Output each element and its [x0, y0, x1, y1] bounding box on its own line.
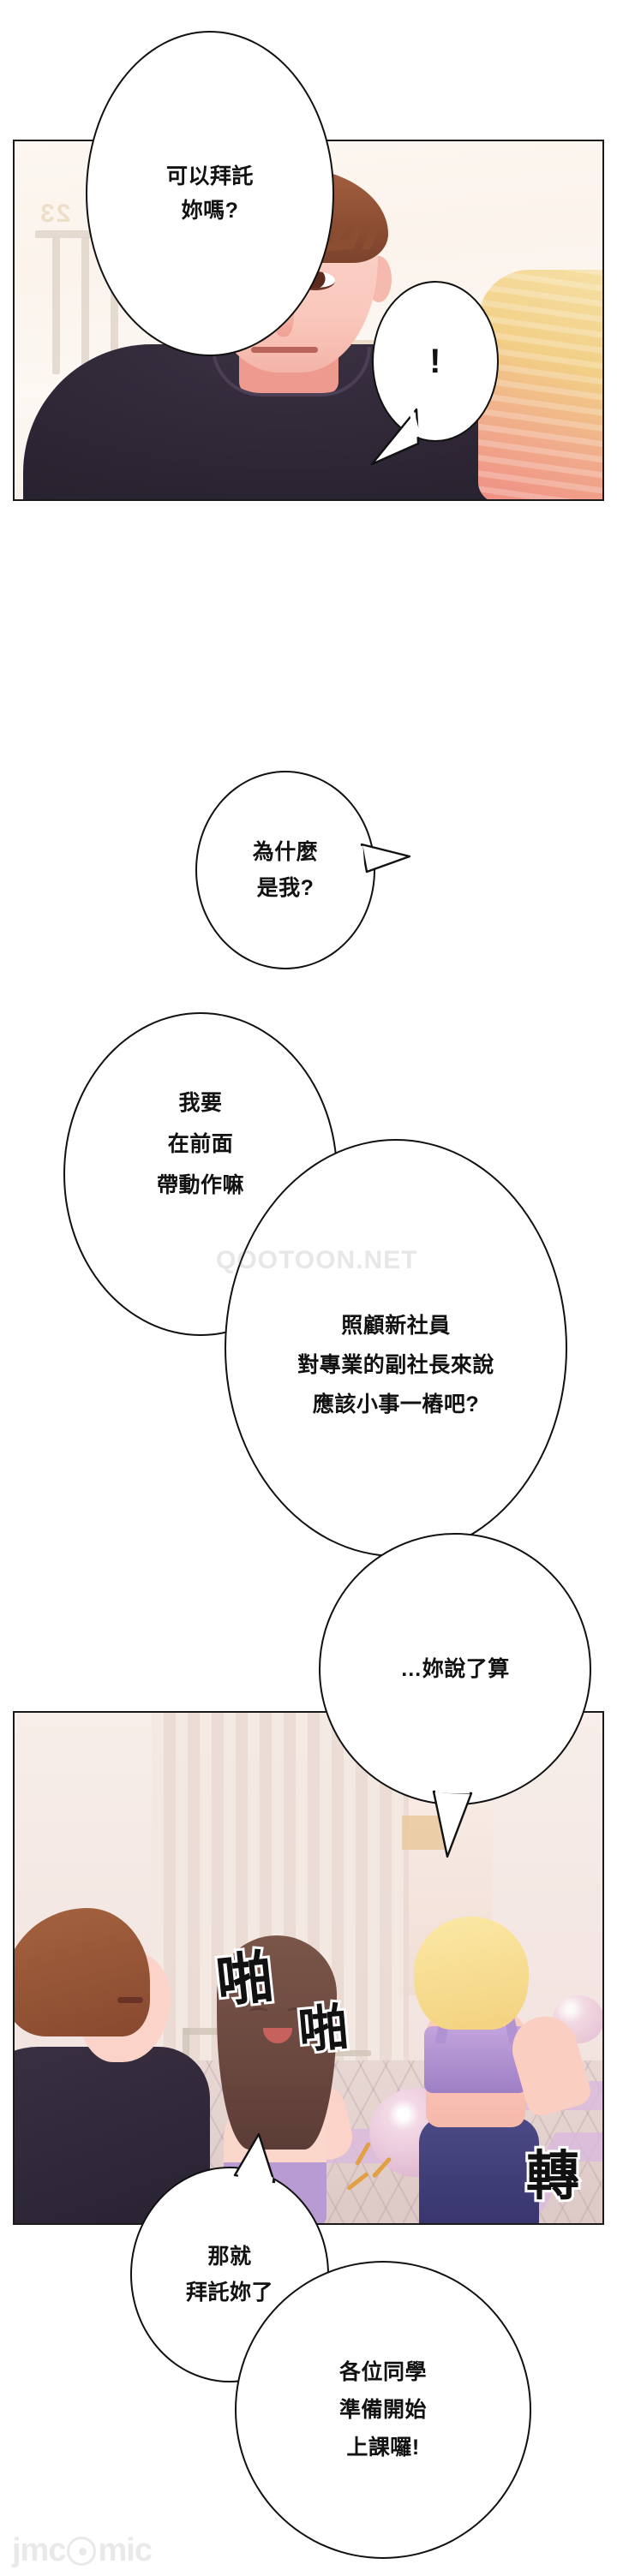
speech-bubble-vice-president: 照顧新社員 對專業的副社長來說 應該小事一樁吧?: [225, 1139, 567, 1557]
gym-rack-bar: [111, 237, 118, 374]
sfx-clap-2-icon: 啪: [294, 1987, 354, 2063]
speech-bubble-you-decide-tail: [432, 1788, 473, 1858]
speech-bubble-whyme-tail: [358, 843, 411, 874]
bubble-vice-president-line-2: 對專業的副社長來說: [297, 1353, 494, 1377]
male-back-hair: [15, 1908, 150, 2036]
site-watermark: QOOTOON.NET: [216, 1246, 418, 1274]
bubble-class-start-line-1: 各位同學: [338, 2360, 427, 2384]
sfx-clap-1-icon: 啪: [211, 1931, 279, 2018]
bubble-class-start-line-3: 上課囉!: [346, 2436, 420, 2460]
speech-bubble-please-tail: [233, 2132, 276, 2184]
site-logo-text-right: mic: [98, 2532, 152, 2568]
whale-mascot-icon: [67, 2536, 97, 2566]
speech-bubble-exclaim: !: [372, 281, 499, 442]
sfx-turn-icon: 轉: [524, 2132, 582, 2209]
bubble-request-line-1: 可以拜託: [165, 164, 254, 188]
bubble-lead-front-line-3: 帶動作嘛: [156, 1173, 244, 1197]
gym-rack-bar: [81, 237, 89, 374]
character-male-back: [15, 1908, 210, 2223]
bubble-lead-front-line-2: 在前面: [167, 1132, 234, 1156]
speech-bubble-you-decide: …妳說了算: [319, 1533, 591, 1805]
bubble-you-decide-line-1: …妳說了算: [400, 1657, 510, 1681]
wall-number-23: 23: [39, 200, 71, 228]
bubble-vice-president-line-1: 照顧新社員: [341, 1314, 451, 1338]
gym-rack-bar: [52, 237, 60, 374]
bubble-please-line-2: 拜託妳了: [185, 2281, 273, 2305]
bubble-exclaim-line-1: !: [429, 343, 441, 380]
site-logo-text-left: jmc: [12, 2532, 66, 2568]
speech-bubble-request: 可以拜託 妳嗎?: [86, 31, 334, 356]
speech-bubble-whyme: 為什麼 是我?: [195, 771, 375, 969]
bubble-please-line-1: 那就: [207, 2245, 252, 2269]
site-logo-jmcomic[interactable]: jmc mic: [12, 2532, 153, 2569]
gym-rail: [316, 2050, 371, 2056]
girl-eye-left: [249, 2007, 268, 2017]
speech-bubble-exclaim-tail: [370, 408, 420, 466]
blonde-hair: [414, 1917, 529, 2030]
bubble-class-start-line-2: 準備開始: [338, 2398, 427, 2422]
male-back-eye: [117, 1997, 143, 2003]
speech-bubble-please: 那就 拜託妳了: [130, 2167, 329, 2382]
bubble-whyme-line-2: 是我?: [256, 876, 314, 900]
girl-eye-right: [287, 2007, 306, 2017]
speech-bubble-class-start: 各位同學 準備開始 上課囉!: [235, 2261, 531, 2559]
character-blonde-girl-back: [390, 1917, 594, 2223]
sfx-clap-2-text: 啪: [294, 1995, 354, 2063]
sfx-turn-text: 轉: [524, 2142, 582, 2209]
bubble-vice-president-line-3: 應該小事一樁吧?: [312, 1392, 480, 1416]
gym-rack-top: [35, 230, 131, 238]
bubble-lead-front-line-1: 我要: [178, 1091, 223, 1115]
girl-smiling-mouth: [263, 2028, 292, 2043]
bubble-request-line-2: 妳嗎?: [181, 199, 239, 223]
bubble-whyme-line-1: 為什麼: [252, 840, 319, 864]
blonde-leggings: [419, 2117, 539, 2223]
sfx-clap-1-text: 啪: [211, 1941, 279, 2018]
male-mouth: [251, 347, 318, 353]
character-blonde-hair-edge: [478, 270, 602, 499]
